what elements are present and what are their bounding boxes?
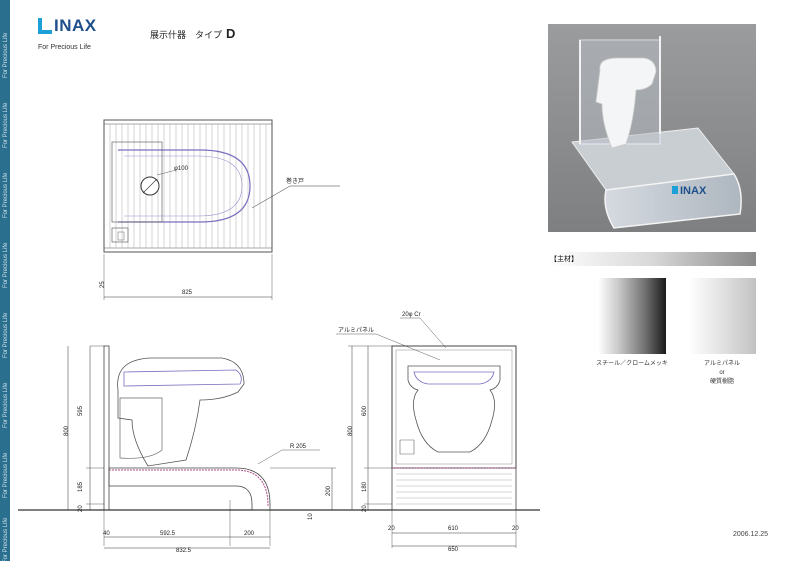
front-base-dim: 20 [362,505,368,512]
front-view: 20φ Cr アルミパネル 800 600 180 20 20 610 20 6… [336,312,519,553]
logo-mark-icon [38,18,52,34]
plan-side-dim: 25 [100,281,106,288]
title-label: 展示什器 タイプ [150,30,223,40]
aluminium-label-line2: or [719,370,725,376]
aluminium-label-line1: アルミパネル [704,361,740,367]
front-height-total-dim: 800 [348,425,354,436]
front-total-dim: 650 [448,547,459,553]
render-logo-text: INAX [680,185,707,197]
side-step-dim: 10 [308,513,314,520]
sidebar-strip: For Precious Life For Precious Life For … [0,0,10,561]
pipe-label: 20φ Cr [402,312,421,318]
materials-header-label: 【主材】 [550,256,578,263]
side-height-total-dim: 800 [64,425,70,436]
title-type: D [226,26,236,41]
side-lower-dim: 185 [78,481,84,492]
shutter-slats [109,124,267,248]
aluminium-label: アルミパネル or 硬質樹脂 [688,360,756,387]
brand-tagline: For Precious Life [38,44,91,51]
product-render-image: INAX [548,24,756,232]
drawing-date: 2006.12.25 [733,531,769,538]
aluminium-label-line3: 硬質樹脂 [709,379,734,385]
plan-width-dim: 825 [182,290,193,296]
render-illustration: INAX [548,24,756,232]
door-label: 巻き戸 [286,177,304,185]
side-total-dim: 832.5 [176,548,192,554]
side-left-dim: 40 [103,531,110,537]
brand-name: INAX [54,16,97,35]
plan-view: φ100 巻き戸 825 25 [100,119,340,300]
side-right-dim: 200 [244,531,255,537]
aluminium-swatch [688,278,756,354]
side-view: 800 595 185 20 R 205 200 10 40 592.5 200… [18,345,540,554]
front-middle-dim: 610 [448,526,459,532]
materials-header: 【主材】 [548,252,756,266]
side-radius-dim: R 205 [290,444,307,450]
side-curve-height-dim: 200 [326,485,332,496]
front-right-dim: 20 [512,526,519,532]
steel-chrome-swatch [598,278,666,354]
panel-label: アルミパネル [338,327,374,334]
front-upper-dim: 600 [362,405,368,416]
hole-label: φ100 [174,166,189,172]
front-lower-dim: 180 [362,481,368,492]
side-middle-dim: 592.5 [160,531,176,537]
front-left-dim: 20 [388,526,395,532]
steel-chrome-label: スチール／クロームメッキ [596,361,668,367]
side-upper-dim: 595 [78,405,84,416]
side-base-dim: 20 [78,505,84,512]
